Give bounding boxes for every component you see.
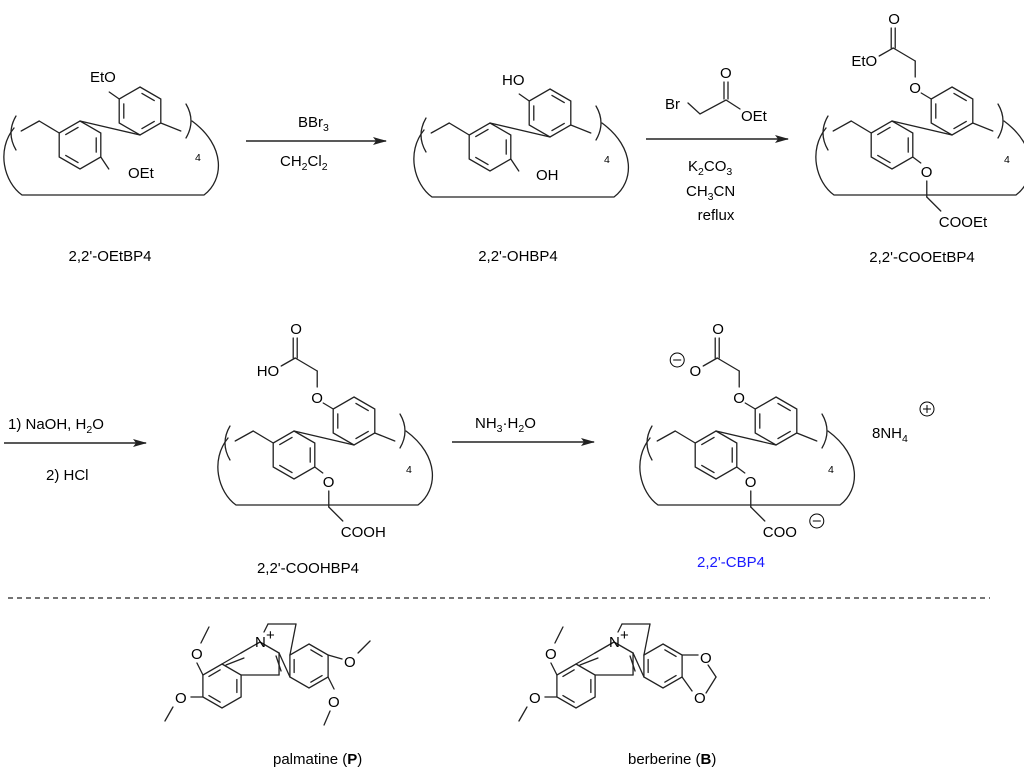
repeat-count: 4: [406, 464, 412, 476]
benzene-ring: [272, 430, 316, 480]
benzene-ring: [202, 663, 242, 709]
benzene-ring: [643, 643, 683, 689]
nitrogen-atom: N: [255, 634, 266, 651]
methoxy-oxygen: O: [529, 690, 541, 707]
svg-text:O: O: [720, 65, 732, 82]
aryl-ether-oxygen: O: [745, 474, 757, 491]
carboxyl-group: COOH: [341, 524, 386, 541]
methoxy-oxygen: O: [545, 646, 557, 663]
repeat-bracket-right: [595, 105, 602, 141]
palmatine-structure: N+ O O O O: [164, 623, 371, 726]
compound-coohbp4: O O HO O COOH 4: [217, 321, 434, 541]
macrocycle-loop: [3, 120, 220, 196]
benzene-ring: [289, 643, 329, 689]
macrocycle-loop: [413, 122, 630, 198]
compound-label-coohbp4: 2,2'-COOHBP4: [257, 560, 359, 577]
repeat-bracket-left: [224, 425, 231, 461]
repeat-count: 4: [195, 152, 201, 164]
reagent-ethyl-bromoacetate: Br O OEt: [665, 65, 768, 125]
benzene-ring: [556, 663, 596, 709]
guest-label-palmatine: palmatine (P): [273, 751, 362, 768]
carboxyl-group: COOEt: [939, 214, 988, 231]
reagent-ammonia-water: NH3·H2O: [475, 415, 536, 435]
carbonyl-oxygen: O: [888, 11, 900, 28]
base-k2co3: K2CO3: [688, 158, 732, 178]
hydroxy-bottom-label: OH: [536, 167, 559, 184]
ethoxy-top-label: EtO: [90, 69, 116, 86]
ether-oxygen: O: [311, 390, 323, 407]
ammonium-counterion: 8NH4: [872, 401, 935, 445]
dioxole-oxygen: O: [694, 690, 706, 707]
svg-text:OEt: OEt: [741, 108, 768, 125]
ester-group: EtO: [851, 53, 877, 70]
compound-oetbp4: [3, 86, 220, 196]
guest-label-berberine: berberine (B): [628, 751, 716, 768]
aryl-ether-oxygen: O: [323, 474, 335, 491]
compound-cooetbp4: O O EtO O COOEt 4: [815, 11, 1024, 231]
macrocycle-loop: [639, 430, 856, 506]
repeat-bracket-right: [821, 413, 828, 449]
benzene-ring: [694, 430, 738, 480]
condition-reflux: reflux: [698, 207, 735, 224]
repeat-count: 4: [828, 464, 834, 476]
repeat-bracket-left: [646, 425, 653, 461]
hydroxy-top-label: HO: [502, 72, 525, 89]
aryl-ether-oxygen: O: [921, 164, 933, 181]
solvent-ch3cn: CH3CN: [686, 183, 735, 203]
macrocycle-loop: [815, 120, 1024, 196]
carbonyl-oxygen: O: [712, 321, 724, 338]
positive-charge-icon: [919, 401, 935, 417]
carbonyl-oxygen: O: [290, 321, 302, 338]
svg-text:8NH4: 8NH4: [872, 425, 908, 445]
benzene-ring: [930, 86, 974, 136]
berberine-structure: N+ O O O O: [518, 623, 717, 722]
benzene-ring: [468, 122, 512, 172]
compound-label-ohbp4: 2,2'-OHBP4: [478, 248, 558, 265]
ester-group: HO: [257, 363, 280, 380]
repeat-count: 4: [1004, 154, 1010, 166]
benzene-ring: [870, 120, 914, 170]
positive-charge: +: [620, 627, 629, 644]
repeat-bracket-right: [399, 413, 406, 449]
positive-charge: +: [266, 627, 275, 644]
compound-label-cooetbp4: 2,2'-COOEtBP4: [869, 249, 974, 266]
dioxole-oxygen: O: [700, 650, 712, 667]
negative-charge-icon: [809, 513, 825, 529]
repeat-bracket-left: [10, 115, 17, 151]
repeat-bracket-right: [997, 103, 1004, 139]
repeat-count: 4: [604, 154, 610, 166]
ethoxy-bottom-label: OEt: [128, 165, 155, 182]
compound-label-cbp4: 2,2'-CBP4: [697, 554, 765, 571]
svg-text:Br: Br: [665, 96, 680, 113]
solvent-ch2cl2: CH2Cl2: [280, 153, 328, 173]
methoxy-oxygen: O: [344, 654, 356, 671]
methoxy-oxygen: O: [191, 646, 203, 663]
benzene-ring: [754, 396, 798, 446]
reagent-naoh: 1) NaOH, H2O: [8, 416, 104, 436]
benzene-ring: [528, 88, 572, 138]
benzene-ring: [118, 86, 162, 136]
nitrogen-atom: N: [609, 634, 620, 651]
methoxy-oxygen: O: [175, 690, 187, 707]
compound-cbp4: O O O O COO 4: [639, 321, 856, 541]
compound-ohbp4: [413, 88, 630, 198]
ether-oxygen: O: [909, 80, 921, 97]
negative-charge-icon: [669, 352, 685, 368]
methoxy-oxygen: O: [328, 694, 340, 711]
reagent-bbr3: BBr3: [298, 114, 329, 134]
reagent-hcl: 2) HCl: [46, 467, 89, 484]
benzene-ring: [332, 396, 376, 446]
repeat-bracket-left: [420, 117, 427, 153]
ether-oxygen: O: [733, 390, 745, 407]
ester-group: O: [690, 363, 702, 380]
compound-label-oetbp4: 2,2'-OEtBP4: [69, 248, 152, 265]
benzene-ring: [58, 120, 102, 170]
repeat-bracket-right: [185, 103, 192, 139]
carboxyl-group: COO: [763, 524, 797, 541]
repeat-bracket-left: [822, 115, 829, 151]
macrocycle-loop: [217, 430, 434, 506]
